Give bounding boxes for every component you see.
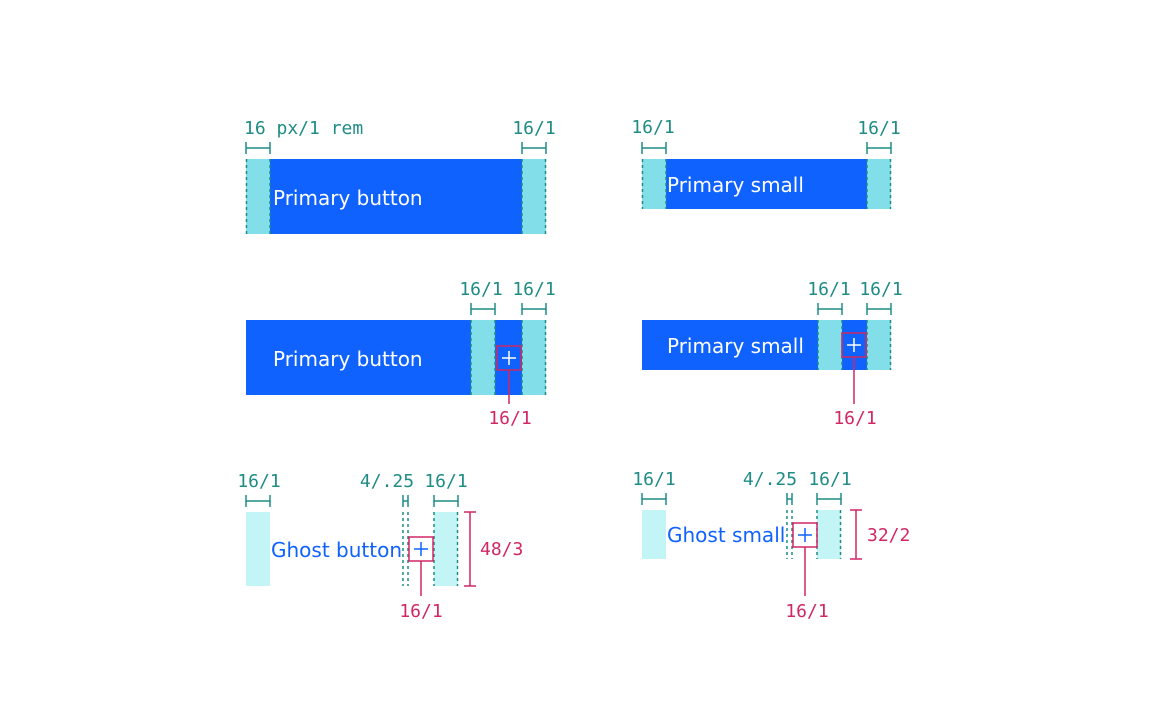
- gap-label: 16/1: [807, 279, 850, 300]
- ghost-button-example: 16/1 4/.25 16/1 Ghost button 16/1 48/3: [237, 471, 523, 622]
- height-label: 48/3: [480, 539, 523, 560]
- right-padding-label: 16/1: [859, 279, 902, 300]
- icon-size-label: 16/1: [785, 601, 828, 622]
- left-padding-zone: [642, 159, 666, 209]
- left-padding-label: 16/1: [237, 471, 280, 492]
- primary-small-body: [642, 159, 891, 209]
- right-padding-label: 16/1: [808, 469, 851, 490]
- right-padding-dimension: [521, 142, 547, 154]
- ghost-small-example: 16/1 4/.25 16/1 Ghost small 16/1 32/2: [632, 469, 910, 622]
- primary-icon-small-example: 16/1 16/1 Primary small 16/1: [642, 279, 903, 429]
- right-padding-dimension: [866, 303, 892, 315]
- right-padding-label: 16/1: [857, 118, 900, 139]
- left-padding-label: 16/1: [632, 469, 675, 490]
- right-padding-zone: [867, 159, 891, 209]
- primary-icon-button-label: Primary button: [273, 347, 423, 371]
- right-padding-zone: [867, 320, 891, 370]
- primary-icon-small-label: Primary small: [667, 334, 804, 358]
- left-padding-zone: [246, 512, 270, 586]
- height-label: 32/2: [867, 525, 910, 546]
- left-padding-zone: [642, 510, 666, 559]
- left-padding-label: 16/1: [631, 117, 674, 138]
- ghost-small-label: Ghost small: [667, 523, 785, 547]
- left-padding-zone: [246, 159, 270, 234]
- gap-dimension: [786, 493, 793, 505]
- height-dimension: [850, 509, 862, 560]
- gap-label: 4/.25: [360, 471, 414, 492]
- icon-gap-zone: [471, 320, 495, 395]
- right-padding-zone: [817, 510, 841, 559]
- height-dimension: [464, 511, 476, 587]
- right-padding-dimension: [866, 142, 892, 154]
- ghost-button-label: Ghost button: [271, 538, 402, 562]
- primary-button-example: 16 px/1 rem 16/1 Primary button: [244, 118, 556, 234]
- left-padding-dimension: [245, 142, 271, 154]
- gap-label: 16/1: [459, 279, 502, 300]
- gap-dimension: [817, 303, 843, 315]
- right-padding-zone: [434, 512, 458, 586]
- right-padding-label: 16/1: [424, 471, 467, 492]
- left-padding-dimension: [641, 142, 667, 154]
- primary-small-example: 16/1 16/1 Primary small: [631, 117, 901, 209]
- plus-icon: [408, 536, 434, 562]
- right-padding-zone: [522, 159, 546, 234]
- icon-size-label: 16/1: [833, 408, 876, 429]
- gap-label: 4/.25: [743, 469, 797, 490]
- plus-icon: [792, 522, 818, 548]
- left-padding-dimension: [641, 493, 667, 505]
- gap-dimension: [470, 303, 496, 315]
- left-padding-dimension: [245, 495, 271, 507]
- right-padding-label: 16/1: [512, 118, 555, 139]
- icon-size-label: 16/1: [399, 601, 442, 622]
- left-padding-label: 16 px/1 rem: [244, 118, 363, 139]
- gap-dimension: [402, 495, 409, 507]
- right-padding-dimension: [433, 495, 459, 507]
- primary-button-body: [246, 159, 546, 234]
- right-padding-zone: [522, 320, 546, 395]
- primary-small-label: Primary small: [667, 173, 804, 197]
- primary-button-label: Primary button: [273, 186, 423, 210]
- right-padding-dimension: [521, 303, 547, 315]
- right-padding-dimension: [816, 493, 842, 505]
- icon-gap-zone: [818, 320, 842, 370]
- primary-icon-button-body: [246, 320, 546, 395]
- right-padding-label: 16/1: [512, 279, 555, 300]
- icon-size-label: 16/1: [488, 408, 531, 429]
- primary-icon-button-example: 16/1 16/1 Primary button 16/1: [246, 279, 556, 429]
